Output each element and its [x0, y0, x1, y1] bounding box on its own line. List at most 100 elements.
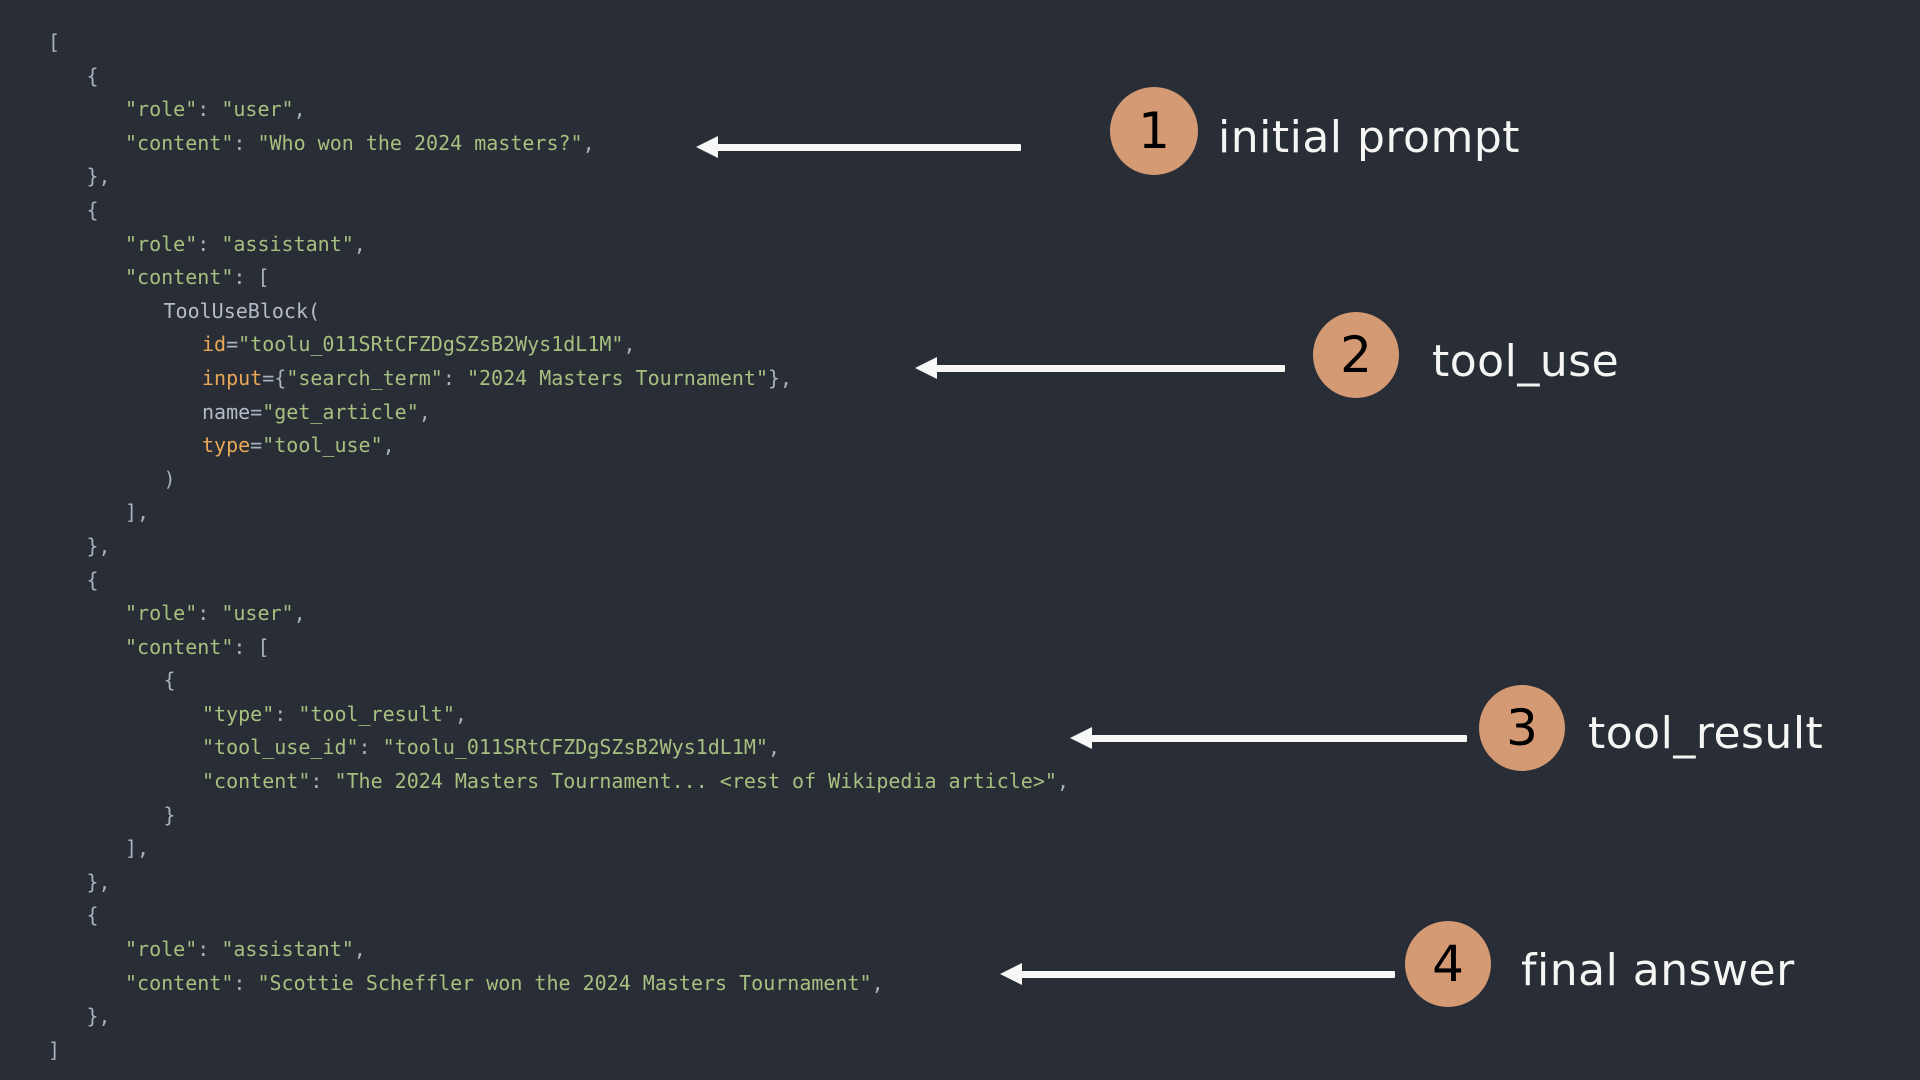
code-token: "content": [125, 265, 234, 290]
code-token: "Who won the 2024 masters?": [257, 130, 583, 155]
arrow-shaft: [1088, 735, 1467, 742]
code-token: type: [202, 433, 251, 458]
code-token: {: [86, 197, 99, 222]
annotation-arrow-1: [696, 136, 1021, 158]
code-token: {: [86, 903, 99, 928]
code-token: "user": [221, 97, 294, 122]
code-token: name: [202, 399, 251, 424]
code-line: type="tool_use",: [48, 429, 1448, 463]
code-line: id="toolu_011SRtCFZDgSZsB2Wys1dL1M",: [48, 328, 1448, 362]
arrow-head-icon: [696, 136, 718, 158]
code-token: "role": [125, 937, 198, 962]
code-token: "content": [125, 970, 234, 995]
code-token: },: [86, 164, 111, 189]
code-token: },: [86, 869, 111, 894]
code-token: "tool_use_id": [202, 735, 359, 760]
code-line: input={"search_term": "2024 Masters Tour…: [48, 362, 1448, 396]
code-token: ): [163, 466, 176, 491]
annotation-label-1: initial prompt: [1218, 112, 1521, 163]
code-token: "role": [125, 97, 198, 122]
annotation-label-2: tool_use: [1432, 336, 1620, 387]
code-token: ,: [1056, 769, 1069, 794]
code-token: id: [202, 332, 227, 357]
code-token: =: [250, 433, 263, 458]
code-line: {: [48, 564, 1448, 598]
code-token: ,: [382, 433, 395, 458]
code-token: input: [202, 365, 263, 390]
code-token: "content": [125, 130, 234, 155]
code-token: ToolUseBlock(: [163, 298, 321, 323]
code-token: },: [767, 365, 793, 390]
code-line: "content": "The 2024 Masters Tournament.…: [48, 765, 1448, 799]
code-token: :: [442, 365, 467, 390]
code-token: "role": [125, 231, 198, 256]
code-line: "tool_use_id": "toolu_011SRtCFZDgSZsB2Wy…: [48, 731, 1448, 765]
code-token: ={: [262, 365, 287, 390]
code-token: ,: [454, 701, 467, 726]
code-line: ): [48, 463, 1448, 497]
code-token: ]: [48, 1037, 61, 1062]
code-token: =: [250, 399, 263, 424]
code-token: ,: [353, 231, 366, 256]
code-token: {: [163, 668, 176, 693]
code-line: "role": "assistant",: [48, 933, 1448, 967]
code-token: "role": [125, 601, 198, 626]
code-line: },: [48, 1000, 1448, 1034]
code-token: ,: [293, 601, 306, 626]
annotation-badge-2: 2: [1313, 312, 1399, 398]
code-token: "tool_result": [298, 701, 455, 726]
code-token: ,: [293, 97, 306, 122]
code-line: ],: [48, 496, 1448, 530]
annotation-badge-3: 3: [1479, 685, 1565, 771]
arrow-shaft: [714, 144, 1021, 151]
code-token: "assistant": [221, 937, 354, 962]
code-line: },: [48, 866, 1448, 900]
code-token: :: [358, 735, 383, 760]
code-token: :: [197, 231, 222, 256]
code-token: ],: [125, 500, 150, 525]
code-line: "content": "Who won the 2024 masters?",: [48, 127, 1448, 161]
code-line: "type": "tool_result",: [48, 698, 1448, 732]
code-line: }: [48, 799, 1448, 833]
arrow-head-icon: [1000, 963, 1022, 985]
code-token: "get_article": [262, 399, 419, 424]
code-token: :: [233, 130, 258, 155]
code-line: {: [48, 60, 1448, 94]
code-token: :: [197, 937, 222, 962]
code-token: "tool_use": [262, 433, 383, 458]
code-token: :: [274, 701, 299, 726]
code-token: ,: [353, 937, 366, 962]
code-token: "Scottie Scheffler won the 2024 Masters …: [257, 970, 872, 995]
code-token: :: [233, 970, 258, 995]
code-line: "content": "Scottie Scheffler won the 20…: [48, 967, 1448, 1001]
arrow-shaft: [1018, 971, 1395, 978]
code-token: "search_term": [286, 365, 443, 390]
code-token: :: [310, 769, 335, 794]
code-line: "role": "user",: [48, 93, 1448, 127]
code-token: "toolu_011SRtCFZDgSZsB2Wys1dL1M": [382, 735, 768, 760]
code-token: ,: [871, 970, 884, 995]
code-token: "type": [202, 701, 275, 726]
code-line: ],: [48, 832, 1448, 866]
code-token: {: [86, 63, 99, 88]
code-line: ]: [48, 1034, 1448, 1068]
code-token: :: [197, 97, 222, 122]
arrow-head-icon: [915, 357, 937, 379]
code-token: "toolu_011SRtCFZDgSZsB2Wys1dL1M": [238, 332, 624, 357]
code-token: "user": [221, 601, 294, 626]
code-line: {: [48, 194, 1448, 228]
code-line: "content": [: [48, 631, 1448, 665]
code-token: },: [86, 1004, 111, 1029]
annotation-label-4: final answer: [1521, 945, 1795, 996]
annotation-label-3: tool_result: [1588, 708, 1824, 759]
code-token: "assistant": [221, 231, 354, 256]
code-token: ,: [582, 130, 595, 155]
code-line: name="get_article",: [48, 396, 1448, 430]
code-line: "content": [: [48, 261, 1448, 295]
arrow-shaft: [933, 365, 1285, 372]
code-line: [: [48, 26, 1448, 60]
annotation-arrow-3: [1070, 727, 1467, 749]
annotation-badge-4: 4: [1405, 921, 1491, 1007]
code-line: },: [48, 530, 1448, 564]
